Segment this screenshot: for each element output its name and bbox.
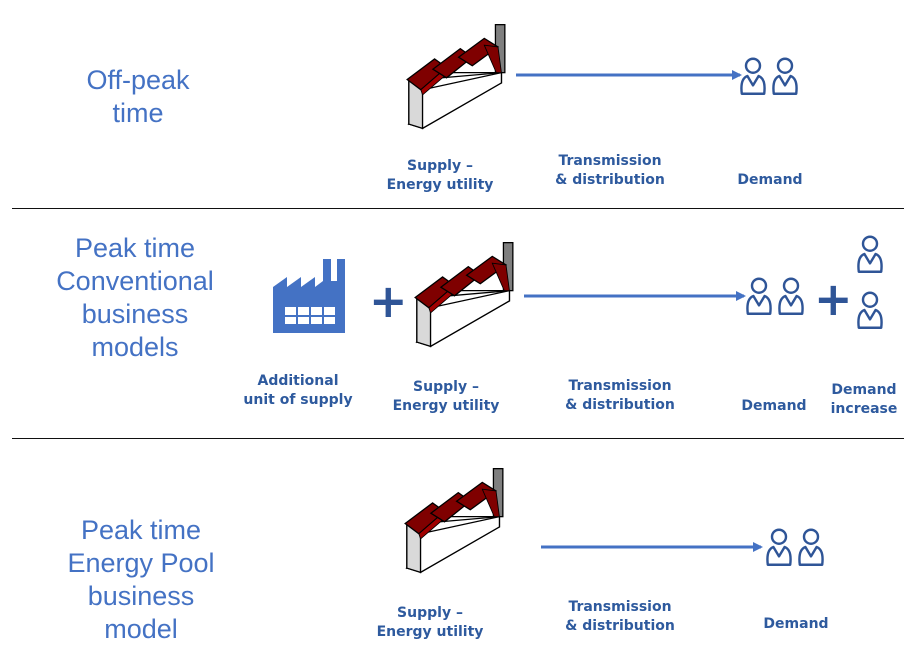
plus-sign: +: [814, 272, 853, 326]
person-icon: [765, 527, 793, 567]
section1-title-line1: Off-peak: [86, 65, 190, 95]
person-icon: [745, 276, 773, 316]
transmission-label: Transmission & distribution: [565, 378, 675, 413]
demand-increase-label: Demand increase: [830, 382, 898, 417]
section-divider: [12, 208, 904, 209]
transmission-label: Transmission & distribution: [555, 153, 665, 188]
section-divider: [12, 438, 904, 439]
person-icon: [739, 56, 767, 96]
demand-label: Demand: [741, 398, 807, 414]
supply-label: Supply – Energy utility: [376, 605, 484, 640]
transmission-arrow: [541, 542, 763, 552]
section2-title: Peak time Conventional business models: [56, 233, 214, 362]
factory-icon: [400, 458, 520, 583]
demand-label: Demand: [737, 172, 803, 188]
person-icon: [777, 276, 805, 316]
person-icon: [856, 290, 884, 330]
supply-label: Supply – Energy utility: [392, 379, 500, 414]
section3-title: Peak time Energy Pool business model: [67, 515, 215, 644]
transmission-label: Transmission & distribution: [565, 599, 675, 634]
section1-title-line2: time: [112, 98, 164, 128]
plus-sign: +: [369, 274, 408, 328]
additional-unit-label: Additional unit of supply: [243, 373, 353, 408]
section1-title: Off-peak time: [58, 64, 218, 130]
transmission-arrow: [524, 291, 746, 301]
factory-icon: [410, 232, 530, 357]
transmission-arrow: [516, 70, 742, 80]
person-icon: [797, 527, 825, 567]
person-icon: [856, 234, 884, 274]
supply-label: Supply – Energy utility: [386, 158, 494, 193]
demand-label: Demand: [763, 616, 829, 632]
industry-icon: [273, 259, 345, 333]
factory-icon: [402, 14, 522, 139]
person-icon: [771, 56, 799, 96]
